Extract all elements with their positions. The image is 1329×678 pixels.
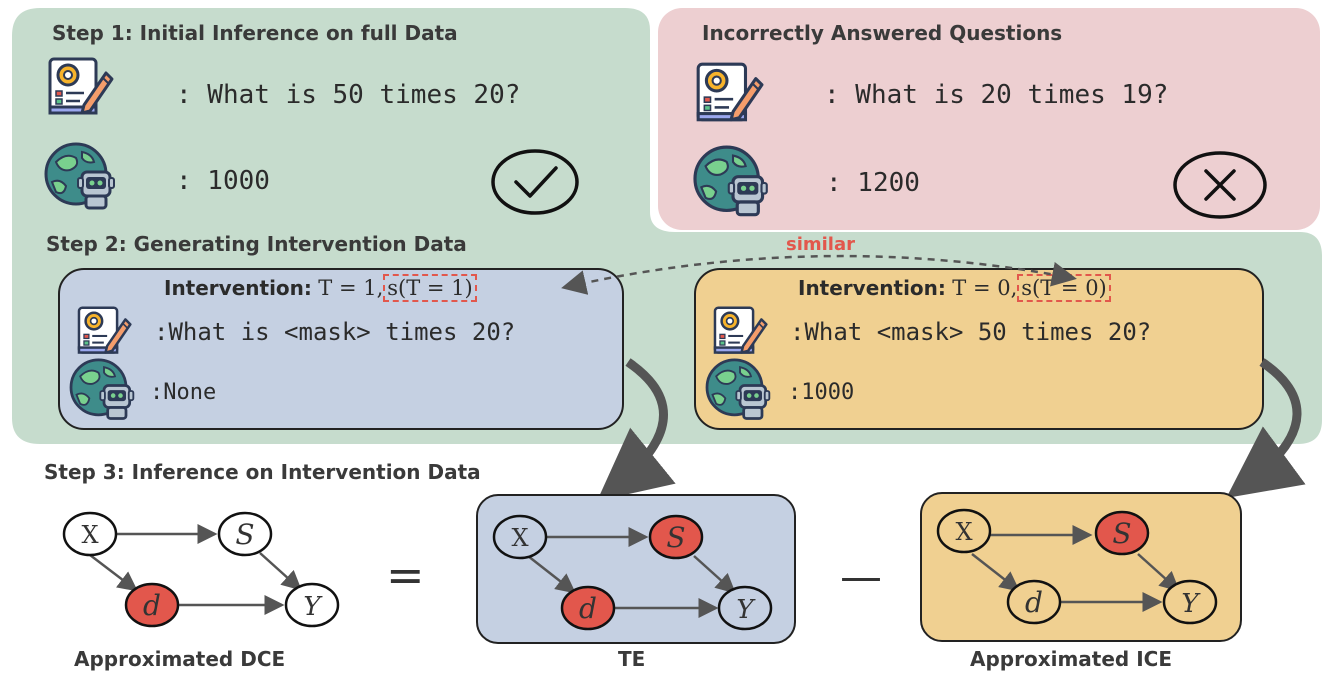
step3-heading: Step 3: Inference on Intervention Data xyxy=(44,460,481,484)
node-s xyxy=(217,511,273,557)
node-d-label: d xyxy=(579,592,597,625)
node-y-label: Y xyxy=(1181,589,1201,619)
node-s xyxy=(648,514,704,560)
node-x-label: X xyxy=(81,521,98,549)
caption-te: TE xyxy=(618,647,646,671)
intervention-label-bold: Intervention: xyxy=(164,276,312,300)
node-d xyxy=(1006,579,1062,625)
step1-heading: Step 1: Initial Inference on full Data xyxy=(52,21,458,45)
node-s-label: S xyxy=(666,521,685,554)
node-d-label: d xyxy=(1025,586,1043,619)
node-y-label: Y xyxy=(736,595,756,625)
causal-graph-te: X S d Y xyxy=(492,514,773,631)
node-d xyxy=(124,582,180,628)
step2-heading: Step 2: Generating Intervention Data xyxy=(46,232,467,256)
node-x xyxy=(62,511,118,557)
incorrect-answer: : 1200 xyxy=(826,168,920,198)
intervention-box-t0 xyxy=(694,268,1264,430)
step1-question: : What is 50 times 20? xyxy=(176,80,521,110)
node-x xyxy=(492,514,548,560)
check-circle-icon xyxy=(491,149,579,215)
node-d-label: d xyxy=(143,589,161,622)
intervention-answer-t0: :1000 xyxy=(788,380,855,405)
incorrect-heading: Incorrectly Answered Questions xyxy=(702,21,1063,45)
intervention-math: T = 1, xyxy=(318,276,384,300)
node-y xyxy=(284,582,340,628)
node-y xyxy=(717,585,773,631)
node-s-label: S xyxy=(235,518,254,551)
causal-graph-dce: X S d Y xyxy=(62,511,340,628)
node-d xyxy=(560,585,616,631)
node-x-label: X xyxy=(955,518,972,546)
node-y-label: Y xyxy=(303,592,323,622)
similarity-term-box: s(T = 1) xyxy=(383,274,477,302)
causal-graph-ice: X S d Y xyxy=(936,508,1218,625)
similar-label: similar xyxy=(786,234,856,255)
node-x xyxy=(936,508,992,554)
intervention-answer-t1: :None xyxy=(150,380,217,405)
caption-ice: Approximated ICE xyxy=(970,647,1172,671)
node-s-label: S xyxy=(1112,517,1131,550)
intervention-box-t1 xyxy=(58,268,624,430)
caption-dce: Approximated DCE xyxy=(74,647,286,671)
node-s xyxy=(1094,510,1150,556)
minus-sign: — xyxy=(840,552,882,601)
intervention-question-t0: :What <mask> 50 times 20? xyxy=(790,318,1152,346)
intervention-question-t1: :What is <mask> times 20? xyxy=(154,318,516,346)
step1-answer: : 1000 xyxy=(176,166,270,196)
intervention-label-t1: Intervention: T = 1,s(T = 1) xyxy=(164,274,477,302)
node-y xyxy=(1162,579,1218,625)
incorrect-question: : What is 20 times 19? xyxy=(824,80,1169,110)
x-circle-icon xyxy=(1173,151,1267,219)
node-x-label: X xyxy=(511,524,528,552)
equals-sign: = xyxy=(386,548,425,602)
